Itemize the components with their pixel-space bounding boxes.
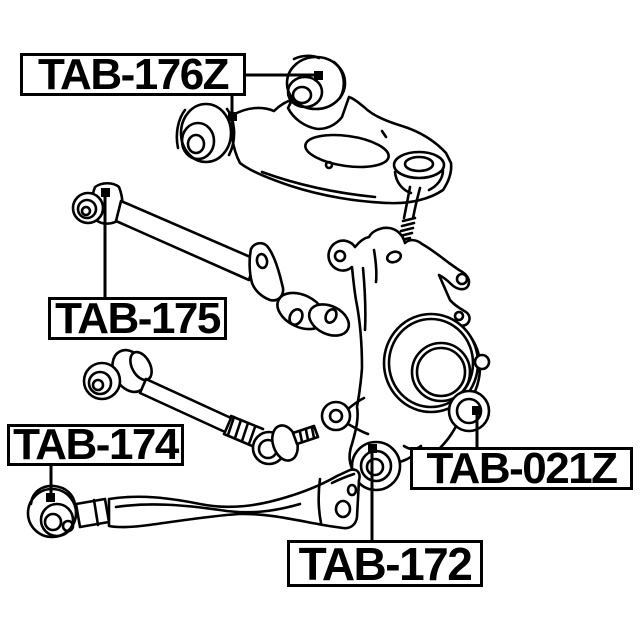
rod2-shaft	[138, 377, 233, 434]
rod-bushing-core	[80, 205, 92, 217]
lobe-a-hole	[288, 308, 304, 326]
marker-square-tab176z-front	[228, 112, 237, 121]
hub-bore-inner	[410, 341, 472, 403]
ball-joint-stud-threads	[398, 216, 417, 242]
rod2-bushing-mid	[87, 370, 113, 396]
part-number-text: TAB-176Z	[37, 49, 230, 99]
knuckle-lower-bushing-outer	[350, 440, 402, 492]
knuckle-ear-hole-left	[333, 249, 347, 263]
bushing-sleeve-arc	[292, 54, 346, 100]
rod2-bushing-core	[91, 378, 105, 392]
eye-connectors	[346, 396, 370, 436]
callout-leaders	[46, 71, 481, 542]
rod-end-bracket	[248, 241, 285, 302]
part-number-text: TAB-021Z	[426, 443, 618, 493]
hub-bore-lip	[415, 346, 467, 398]
knuckle-ear-hole-right-upper	[455, 272, 469, 286]
ball-joint-ring-outer	[392, 150, 446, 180]
lower-lateral-rod	[82, 348, 320, 466]
part-number-text: TAB-174	[13, 420, 179, 469]
lobe-b-hole	[324, 308, 338, 324]
part-label-tab-172: TAB-172	[287, 540, 483, 587]
hub-bore-ring	[387, 317, 475, 409]
arm2-fork-hole	[334, 499, 352, 519]
rod-end-lobe-b	[307, 303, 351, 337]
ball-joint-stud	[402, 185, 422, 220]
arm2-bushing-pin	[61, 519, 75, 533]
knuckle-ear-hole-right-lower	[453, 310, 465, 322]
knuckle-lower-bushing-core	[365, 457, 385, 477]
knuckle-side-ear	[473, 353, 491, 371]
upper-control-arm	[175, 54, 453, 242]
knuckle-eye-outer	[320, 400, 352, 432]
trailing-arm	[26, 468, 361, 539]
arm2-collar-line	[92, 498, 100, 527]
bushing-mid	[286, 75, 324, 109]
arm2-bushing-mid	[39, 502, 75, 538]
bushing-core	[291, 85, 313, 105]
rod2-threads	[226, 415, 257, 446]
part-label-tab-175: TAB-175	[48, 293, 227, 343]
bushing-core	[186, 133, 206, 155]
rod-bushing-mid	[76, 198, 98, 220]
arm2-collar	[74, 497, 111, 529]
part-label-tab-174: TAB-174	[7, 420, 184, 469]
marker-square-tab021z	[472, 406, 481, 415]
arm2-body	[107, 468, 361, 530]
knuckle-ridge-lines	[361, 248, 378, 332]
arm2-bushing-cap	[29, 484, 77, 507]
marker-square-tab172	[368, 444, 377, 453]
knuckle-side-bushing-outer	[447, 389, 491, 433]
ball-joint-ring-inner	[403, 155, 435, 173]
rod-shaft	[114, 199, 257, 282]
arm-lightening-hole	[304, 133, 390, 169]
arm-inner-edge	[260, 170, 377, 199]
upper-control-arm-body	[230, 95, 453, 205]
knuckle-eye-hole	[328, 408, 344, 424]
arm2-bushing-core	[43, 512, 63, 532]
ball-joint-side-right	[427, 168, 445, 192]
rod2-stub-threads	[298, 426, 316, 444]
knuckle-top-curl	[385, 250, 403, 264]
part-number-text: TAB-175	[55, 293, 221, 343]
part-label-tab-021z: TAB-021Z	[410, 443, 633, 493]
marker-square-tab176z-rear	[314, 71, 323, 80]
part-label-tab-176z: TAB-176Z	[20, 49, 246, 99]
arm2-fork-slot	[317, 477, 323, 525]
part-number-text: TAB-172	[298, 537, 473, 590]
arm2-bend-lines	[114, 472, 356, 514]
arm2-fork-hole-small	[346, 483, 358, 497]
bushing-sleeve-arc	[175, 107, 236, 157]
marker-square-tab175	[101, 188, 110, 197]
bracket-hole	[255, 252, 269, 270]
marker-square-tab174	[46, 493, 55, 502]
bushing-mid	[180, 121, 216, 161]
rear-knuckle	[320, 226, 491, 492]
arm-small-hole	[324, 160, 334, 170]
upper-arm-front-bushing	[175, 102, 236, 164]
upper-arm-rear-bushing	[285, 54, 347, 111]
bushing-outer	[179, 102, 233, 164]
upper-lateral-rod	[71, 181, 351, 337]
arm-check-mark	[380, 129, 388, 139]
